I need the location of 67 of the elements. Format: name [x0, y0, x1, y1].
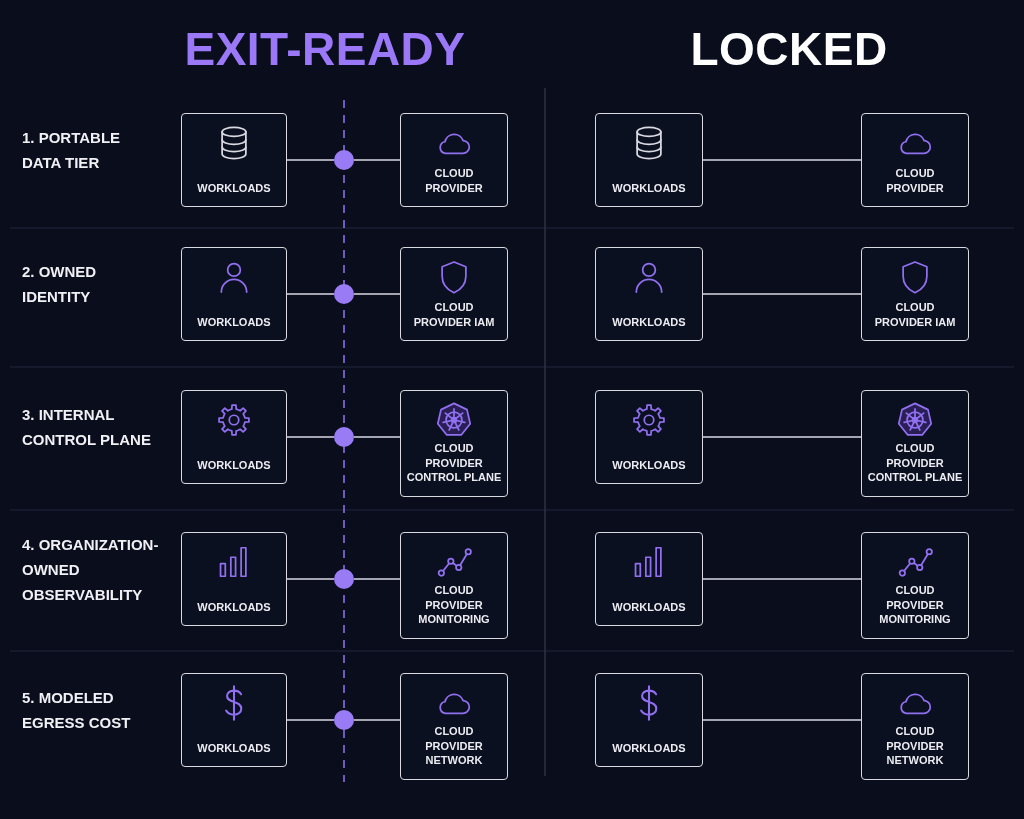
connector-line: [702, 719, 862, 721]
connection-dot: [334, 150, 354, 170]
box-label: WORKLOADS: [611, 457, 687, 472]
connector-line: [353, 293, 401, 295]
component-box: [400, 247, 508, 341]
box-label: WORKLOADS: [611, 599, 687, 614]
box-label: WORKLOADS: [196, 314, 272, 329]
component-box: [595, 390, 703, 484]
component-box: [400, 390, 508, 497]
component-box: [861, 390, 969, 497]
connector-line: [286, 578, 335, 580]
component-box: [400, 532, 508, 639]
connection-dot: [334, 284, 354, 304]
row-label: 5. MODELED EGRESS COST: [22, 688, 132, 733]
box-label: CLOUD PROVIDER NETWORK: [885, 724, 945, 768]
connector-line: [702, 293, 862, 295]
box-label: WORKLOADS: [611, 740, 687, 755]
component-box: [181, 247, 287, 341]
component-box: [861, 247, 969, 341]
connector-line: [353, 578, 401, 580]
connector-line: [353, 719, 401, 721]
component-box: [400, 673, 508, 780]
connector-line: [353, 159, 401, 161]
box-label: WORKLOADS: [196, 599, 272, 614]
component-box: [400, 113, 508, 207]
column-heading: EXIT-READY: [184, 22, 466, 76]
component-box: [181, 673, 287, 767]
connector-line: [353, 436, 401, 438]
box-label: CLOUD PROVIDER MONITORING: [417, 583, 491, 627]
connector-line: [702, 159, 862, 161]
component-box: [181, 390, 287, 484]
box-label: CLOUD PROVIDER IAM: [412, 300, 496, 329]
box-label: CLOUD PROVIDER MONITORING: [878, 583, 952, 627]
box-label: WORKLOADS: [611, 314, 687, 329]
box-label: CLOUD PROVIDER CONTROL PLANE: [866, 441, 964, 485]
component-box: [861, 532, 969, 639]
component-box: [595, 532, 703, 626]
connector-line: [702, 436, 862, 438]
connector-line: [286, 719, 335, 721]
component-box: [861, 113, 969, 207]
box-label: CLOUD PROVIDER IAM: [873, 300, 957, 329]
connector-line: [702, 578, 862, 580]
row-label: 4. ORGANIZATION-OWNED OBSERVABILITY: [22, 534, 160, 605]
connector-line: [286, 159, 335, 161]
box-label: CLOUD PROVIDER NETWORK: [424, 724, 484, 768]
component-box: [181, 113, 287, 207]
component-box: [595, 113, 703, 207]
row-label: 3. INTERNAL CONTROL PLANE: [22, 405, 152, 450]
connector-line: [286, 436, 335, 438]
connector-line: [286, 293, 335, 295]
component-box: [181, 532, 287, 626]
box-label: CLOUD PROVIDER: [885, 166, 945, 195]
connection-dot: [334, 427, 354, 447]
box-label: WORKLOADS: [196, 457, 272, 472]
row-label: 1. PORTABLE DATA TIER: [22, 128, 122, 173]
column-heading: LOCKED: [690, 22, 888, 76]
component-box: [595, 673, 703, 767]
connection-dot: [334, 710, 354, 730]
row-label: 2. OWNED IDENTITY: [22, 262, 98, 307]
component-box: [595, 247, 703, 341]
box-label: WORKLOADS: [196, 180, 272, 195]
connection-dot: [334, 569, 354, 589]
component-box: [861, 673, 969, 780]
box-label: CLOUD PROVIDER CONTROL PLANE: [405, 441, 503, 485]
box-label: WORKLOADS: [196, 740, 272, 755]
box-label: CLOUD PROVIDER: [424, 166, 484, 195]
box-label: WORKLOADS: [611, 180, 687, 195]
